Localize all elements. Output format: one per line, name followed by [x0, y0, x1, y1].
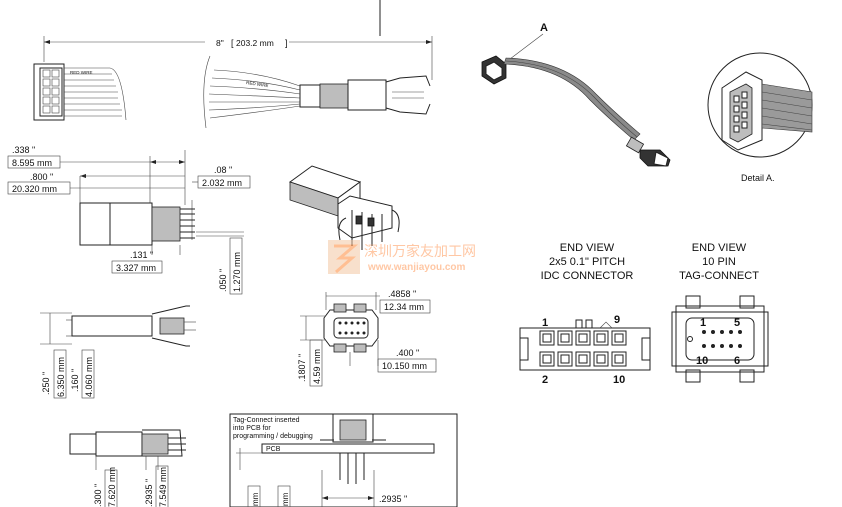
dim-250: .250 " [41, 372, 51, 395]
dim-800: .800 " [30, 172, 53, 182]
idc-pin-10: 10 [613, 374, 625, 386]
dim-1807: .1807 " [297, 354, 307, 382]
idc-pin-grid [539, 330, 627, 367]
dim-160: .160 " [70, 369, 80, 392]
pcb-insertion-box: Tag-Connect inserted into PCB for progra… [229, 413, 458, 507]
idc-contacts-top [42, 69, 60, 114]
side-view-mid: .250 " 6.350 mm .160 " 4.060 mm [40, 305, 196, 399]
side-view-bottom: .300 " 7.620 mm .2935 " 7.549 mm [69, 429, 186, 507]
dim-160-mm: 4.060 mm [84, 357, 94, 397]
front-view-dimensioned: .4858 " 12.34 mm .1807 " 4.59 mm .400 " … [297, 289, 437, 387]
svg-text:[: [ [231, 38, 234, 48]
watermark-logo [328, 240, 360, 274]
idc-end-view: END VIEW 2x5 0.1" PITCH IDC CONNECTOR 1 … [519, 242, 651, 386]
idc-title-3: IDC CONNECTOR [541, 270, 634, 282]
dim-131: .131 " [130, 250, 153, 260]
mm-label-b: mm [281, 492, 290, 506]
cable-3d-view: A [481, 22, 671, 167]
dim-800-mm: 20.320 mm [12, 184, 57, 194]
watermark-cn: 深圳万家友加工网 [364, 243, 476, 259]
tag-pin-6: 6 [734, 355, 740, 367]
dim-050-mm: 1.270 mm [232, 252, 242, 292]
watermark-url: www.wanjiayou.com [367, 262, 466, 273]
mm-label-a: mm [251, 492, 260, 506]
dim-2935b: .2935 " [379, 494, 407, 504]
dim-4858-mm: 12.34 mm [384, 302, 424, 312]
callout-a: A [540, 22, 548, 34]
idc-pin-1: 1 [542, 317, 548, 329]
tag-connect-perspective [288, 165, 400, 250]
pcb-label: PCB [266, 446, 281, 453]
ribbon-cable-right [203, 55, 301, 129]
tag-pin-5: 5 [734, 317, 740, 329]
idc-title-1: END VIEW [560, 242, 615, 254]
side-view-dimensioned: .338 " 8.595 mm .800 " 20.320 mm .08 " 2… [7, 145, 251, 295]
tag-title-1: END VIEW [692, 242, 747, 254]
dim-8in: 8" [216, 38, 224, 48]
detail-a-view: Detail A. [707, 52, 813, 183]
svg-text:]: ] [285, 38, 288, 48]
tag-pin-grid [687, 330, 742, 348]
tag-connect-end-view: END VIEW 10 PIN TAG-CONNECT 1 5 10 6 [671, 242, 769, 383]
cable-assembly-top-view: 8" 203.2 mm [ ] RED WIRE [33, 0, 433, 129]
dim-08-mm: 2.032 mm [202, 178, 242, 188]
dim-300-mm: 7.620 mm [107, 467, 117, 507]
dim-2935a-mm: 7.549 mm [158, 467, 168, 507]
front-pins [338, 321, 366, 335]
tag-title-3: TAG-CONNECT [679, 270, 759, 282]
dim-4858: .4858 " [388, 289, 416, 299]
red-wire-label-right: RED WIRE [246, 80, 269, 88]
red-wire-label-left: RED WIRE [70, 70, 93, 75]
dim-338-mm: 8.595 mm [12, 158, 52, 168]
pcb-note-line1: Tag-Connect inserted [233, 417, 300, 424]
ribbon-cable-left [64, 67, 127, 121]
dim-300: .300 " [93, 484, 103, 507]
dim-08: .08 " [214, 165, 232, 175]
dim-400: .400 " [396, 348, 419, 358]
dim-131-mm: 3.327 mm [116, 263, 156, 273]
dim-250-mm: 6.350 mm [56, 357, 66, 397]
dim-050: .050 " [218, 269, 228, 292]
idc-title-2: 2x5 0.1" PITCH [549, 256, 625, 268]
tag-title-2: 10 PIN [702, 256, 736, 268]
idc-pin-9: 9 [614, 314, 620, 326]
dim-8in-mm: 203.2 mm [236, 38, 274, 48]
detail-a-contacts [733, 91, 748, 133]
tag-pin-10: 10 [696, 355, 708, 367]
dim-400-mm: 10.150 mm [382, 361, 427, 371]
pcb-note-line3: programming / debugging [233, 433, 313, 440]
dim-1807-mm: 4.59 mm [312, 349, 322, 384]
idc-pin-2: 2 [542, 374, 548, 386]
dim-338: .338 " [12, 145, 35, 155]
watermark: 深圳万家友加工网 www.wanjiayou.com [328, 240, 476, 274]
tag-pin-1: 1 [700, 317, 706, 329]
dim-2935a: .2935 " [144, 479, 154, 507]
pcb-note-line2: into PCB for [233, 425, 271, 432]
detail-a-label: Detail A. [741, 173, 775, 183]
